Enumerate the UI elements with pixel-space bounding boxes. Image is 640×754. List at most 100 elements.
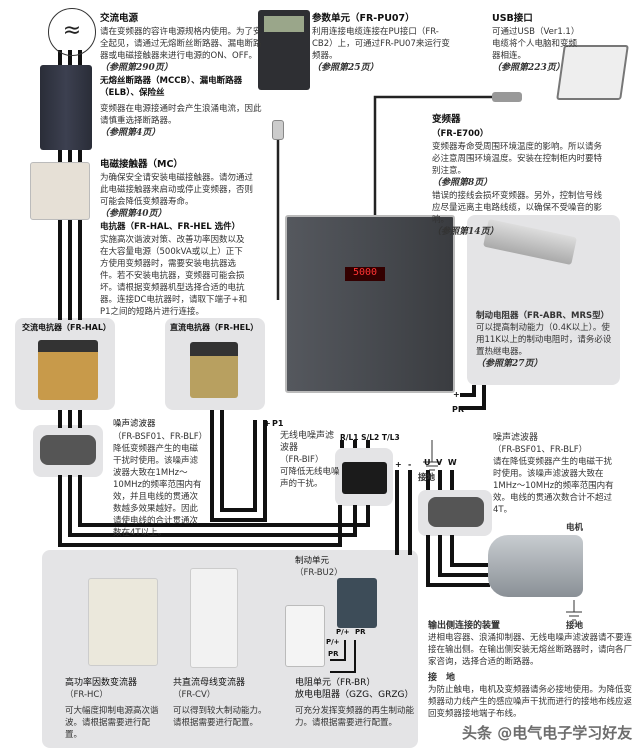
input-filter-desc: 降低变频器产生的电磁干扰时使用。该噪声滤波器大致在1MHz～10MHz的频率范围…	[113, 444, 202, 538]
reactor-section: 电抗器（FR-HAL、FR-HEL 选件） 实施高次谐波对策、改善功率因数以及在…	[100, 220, 250, 318]
output-filter-model: （FR-BSF01、FR-BLF）	[493, 445, 588, 455]
inverter-desc1: 变频器寿命受周围环境温度的影响。所以请务必注意周围环境温度。安装在控制柜内时要特…	[432, 142, 603, 176]
hc-image	[88, 578, 158, 666]
output-devices-section: 输出侧连接的装置 进相电容器、浪涌抑制器、无线电噪声滤波器请不要连接在输出侧。在…	[428, 620, 633, 720]
mc-wires	[58, 220, 82, 320]
terminal-dc-plus: +	[395, 460, 402, 469]
reactor-wires	[58, 410, 82, 428]
br-image	[285, 605, 325, 667]
usb-title: USB接口	[492, 13, 533, 24]
motor-image	[488, 535, 583, 597]
terminal-dc-minus: -	[408, 460, 412, 469]
bu2-terminal-pr-left: PR	[328, 650, 339, 658]
inverter-model: （FR-E700）	[432, 129, 489, 139]
cv-desc: 可以得到较大制动能力。请根据需要进行配置。	[173, 706, 267, 728]
dc-reactor-image	[190, 342, 238, 398]
breaker-wires	[58, 150, 82, 162]
output-filter-desc: 请在降低变频器产生的电磁干扰时使用。该噪声滤波器大致在1MHz～10MHz的频率…	[493, 457, 614, 515]
grounding-desc: 为防止触电，电机及变频器请务必接地使用。为降低变频器动力线产生的感应噪声干扰而进…	[428, 685, 633, 719]
usb-plug-image	[492, 92, 522, 102]
radio-filter-title: 无线电噪声滤波器	[280, 431, 335, 453]
motor-ground-icon	[566, 600, 582, 621]
motor-ground-label: 接地	[566, 621, 584, 631]
brake-resistor-desc: 可以提高制动能力（0.4K以上）。使用11K以上的制动电阻时，请务必设置热继电器…	[476, 323, 612, 357]
breaker-desc: 变频器在电源接通时会产生浪涌电流，因此请慎重选择断路器。	[100, 104, 262, 126]
br-title2: 放电电阻器（GZG、GRZG）	[295, 690, 414, 700]
inverter-ref1: （参照第8页）	[432, 178, 493, 188]
bu2-wires	[330, 640, 356, 673]
radio-filter-model: （FR-BIF）	[280, 455, 324, 465]
dc-bus-wires	[395, 470, 412, 555]
cv-image	[190, 568, 238, 668]
output-filter-title: 噪声滤波器	[493, 433, 539, 443]
terminal-r: R/L1	[340, 433, 359, 442]
cv-title: 共直流母线变流器	[173, 678, 246, 688]
output-filter-image	[428, 497, 484, 527]
bu2-model: （FR-BU2）	[295, 568, 343, 578]
cv-section: 共直流母线变流器 （FR-CV） 可以得到较大制动能力。请根据需要进行配置。	[173, 677, 268, 729]
breaker-image	[40, 65, 92, 150]
radio-filter-desc: 可降低无线电噪声的干扰。	[280, 467, 340, 489]
watermark: 头条 @电气电子学习好友	[462, 724, 633, 742]
ac-power-desc: 请在变频器的容许电源规格内使用。为了安全起见，请通过无熔断丝断路器、漏电断路器或…	[100, 27, 262, 61]
pu-connector-image	[272, 120, 284, 140]
terminal-plus: +	[453, 390, 460, 399]
contactor-title: 电磁接触器（MC）	[100, 159, 183, 170]
inverter-ref2: （参照第14页）	[432, 227, 499, 237]
inverter-image: 5000	[285, 215, 455, 393]
terminal-t: T/L3	[381, 433, 400, 442]
br-desc: 可充分发挥变频器的再生制动能力。请根据需要进行配置。	[295, 706, 415, 728]
brake-resistor-title: 制动电阻器（FR-ABR、MRS型）	[476, 311, 610, 321]
hc-section: 高功率因数变流器 （FR-HC） 可大幅度抑制电源高次谐波。请根据需要进行配置。	[65, 677, 165, 741]
ac-power-section: 交流电源 请在变频器的容许电源规格内使用。为了安全起见，请通过无熔断丝断路器、漏…	[100, 12, 265, 140]
bu2-terminal-p-left: P/+	[326, 638, 340, 646]
dc-reactor-title: 直流电抗器（FR-HEL）	[170, 323, 259, 332]
pu07-desc: 利用连接电缆连接在PU接口（FR-CB2）上，可通过FR-PU07来运行变频器。	[312, 27, 450, 61]
hc-title: 高功率因数变流器	[65, 678, 138, 688]
terminal-u: U	[424, 458, 431, 467]
pu07-image	[258, 10, 310, 90]
output-devices-title: 输出侧连接的装置	[428, 621, 501, 631]
cv-model: （FR-CV）	[173, 690, 216, 700]
reactor-desc: 实施高次谐波对策、改善功率因数以及在大容量电源（500kVA或以上）正下方使用变…	[100, 235, 248, 317]
usb-section: USB接口 可通过USB（Ver1.1）电缆将个人电脑和变频器相连。 （参照第2…	[492, 12, 582, 75]
ground-icon	[423, 440, 441, 471]
hc-desc: 可大幅度抑制电源高次谐波。请根据需要进行配置。	[65, 706, 159, 740]
inverter-title: 变频器	[432, 114, 461, 125]
bu2-image	[337, 578, 377, 628]
brake-resistor-wires	[460, 385, 486, 410]
pu07-ref: （参照第25页）	[312, 63, 379, 73]
reactor-title: 电抗器（FR-HAL、FR-HEL 选件）	[100, 222, 241, 232]
motor-wires	[426, 535, 490, 587]
terminal-rst: R/L1 S/L2 T/L3	[340, 433, 400, 442]
uvw-wires	[426, 470, 454, 490]
inverter-section: 变频器 （FR-E700） 变频器寿命受周围环境温度的影响。所以请务必注意周围环…	[432, 113, 607, 239]
brake-resistor-section: 制动电阻器（FR-ABR、MRS型） 可以提高制动能力（0.4K以上）。使用11…	[476, 310, 616, 371]
contactor-desc: 为确保安全请安装电磁接触器。请勿通过此电磁接触器来启动或停止变频器，否则可能会降…	[100, 173, 254, 207]
radio-filter-image	[342, 462, 387, 494]
ac-reactor-image	[38, 340, 98, 400]
breaker-ref: （参照第4页）	[100, 128, 161, 138]
ac-power-title: 交流电源	[100, 13, 139, 24]
pu07-section: 参数单元（FR-PU07） 利用连接电缆连接在PU接口（FR-CB2）上，可通过…	[312, 12, 457, 75]
ac-power-ref: （参照第290页）	[100, 63, 173, 73]
bu2-terminal-pr-top: PR	[355, 628, 366, 636]
terminal-pr: PR	[452, 405, 465, 414]
ground-label: 接地	[418, 473, 436, 483]
terminal-uvw: U V W	[424, 458, 457, 467]
terminal-p1: P1	[272, 419, 284, 428]
terminal-s: S/L2	[361, 433, 380, 442]
terminal-w: W	[447, 458, 457, 467]
pu07-title: 参数单元（FR-PU07）	[312, 13, 415, 24]
motor-title: 电机	[566, 523, 584, 533]
input-filter-title: 噪声滤波器	[113, 419, 156, 429]
rst-wires	[340, 440, 370, 448]
contactor-section: 电磁接触器（MC） 为确保安全请安装电磁接触器。请勿通过此电磁接触器来启动或停止…	[100, 158, 260, 221]
terminal-p1-plus: +	[264, 419, 271, 428]
bu2-title: 制动单元	[295, 556, 330, 566]
input-filter-section: 噪声滤波器 （FR-BSF01、FR-BLF） 降低变频器产生的电磁干扰时使用。…	[113, 417, 207, 539]
brake-resistor-ref: （参照第27页）	[476, 359, 543, 369]
ac-power-icon: ≈	[48, 8, 96, 56]
br-title: 电阻单元（FR-BR）	[295, 678, 376, 688]
